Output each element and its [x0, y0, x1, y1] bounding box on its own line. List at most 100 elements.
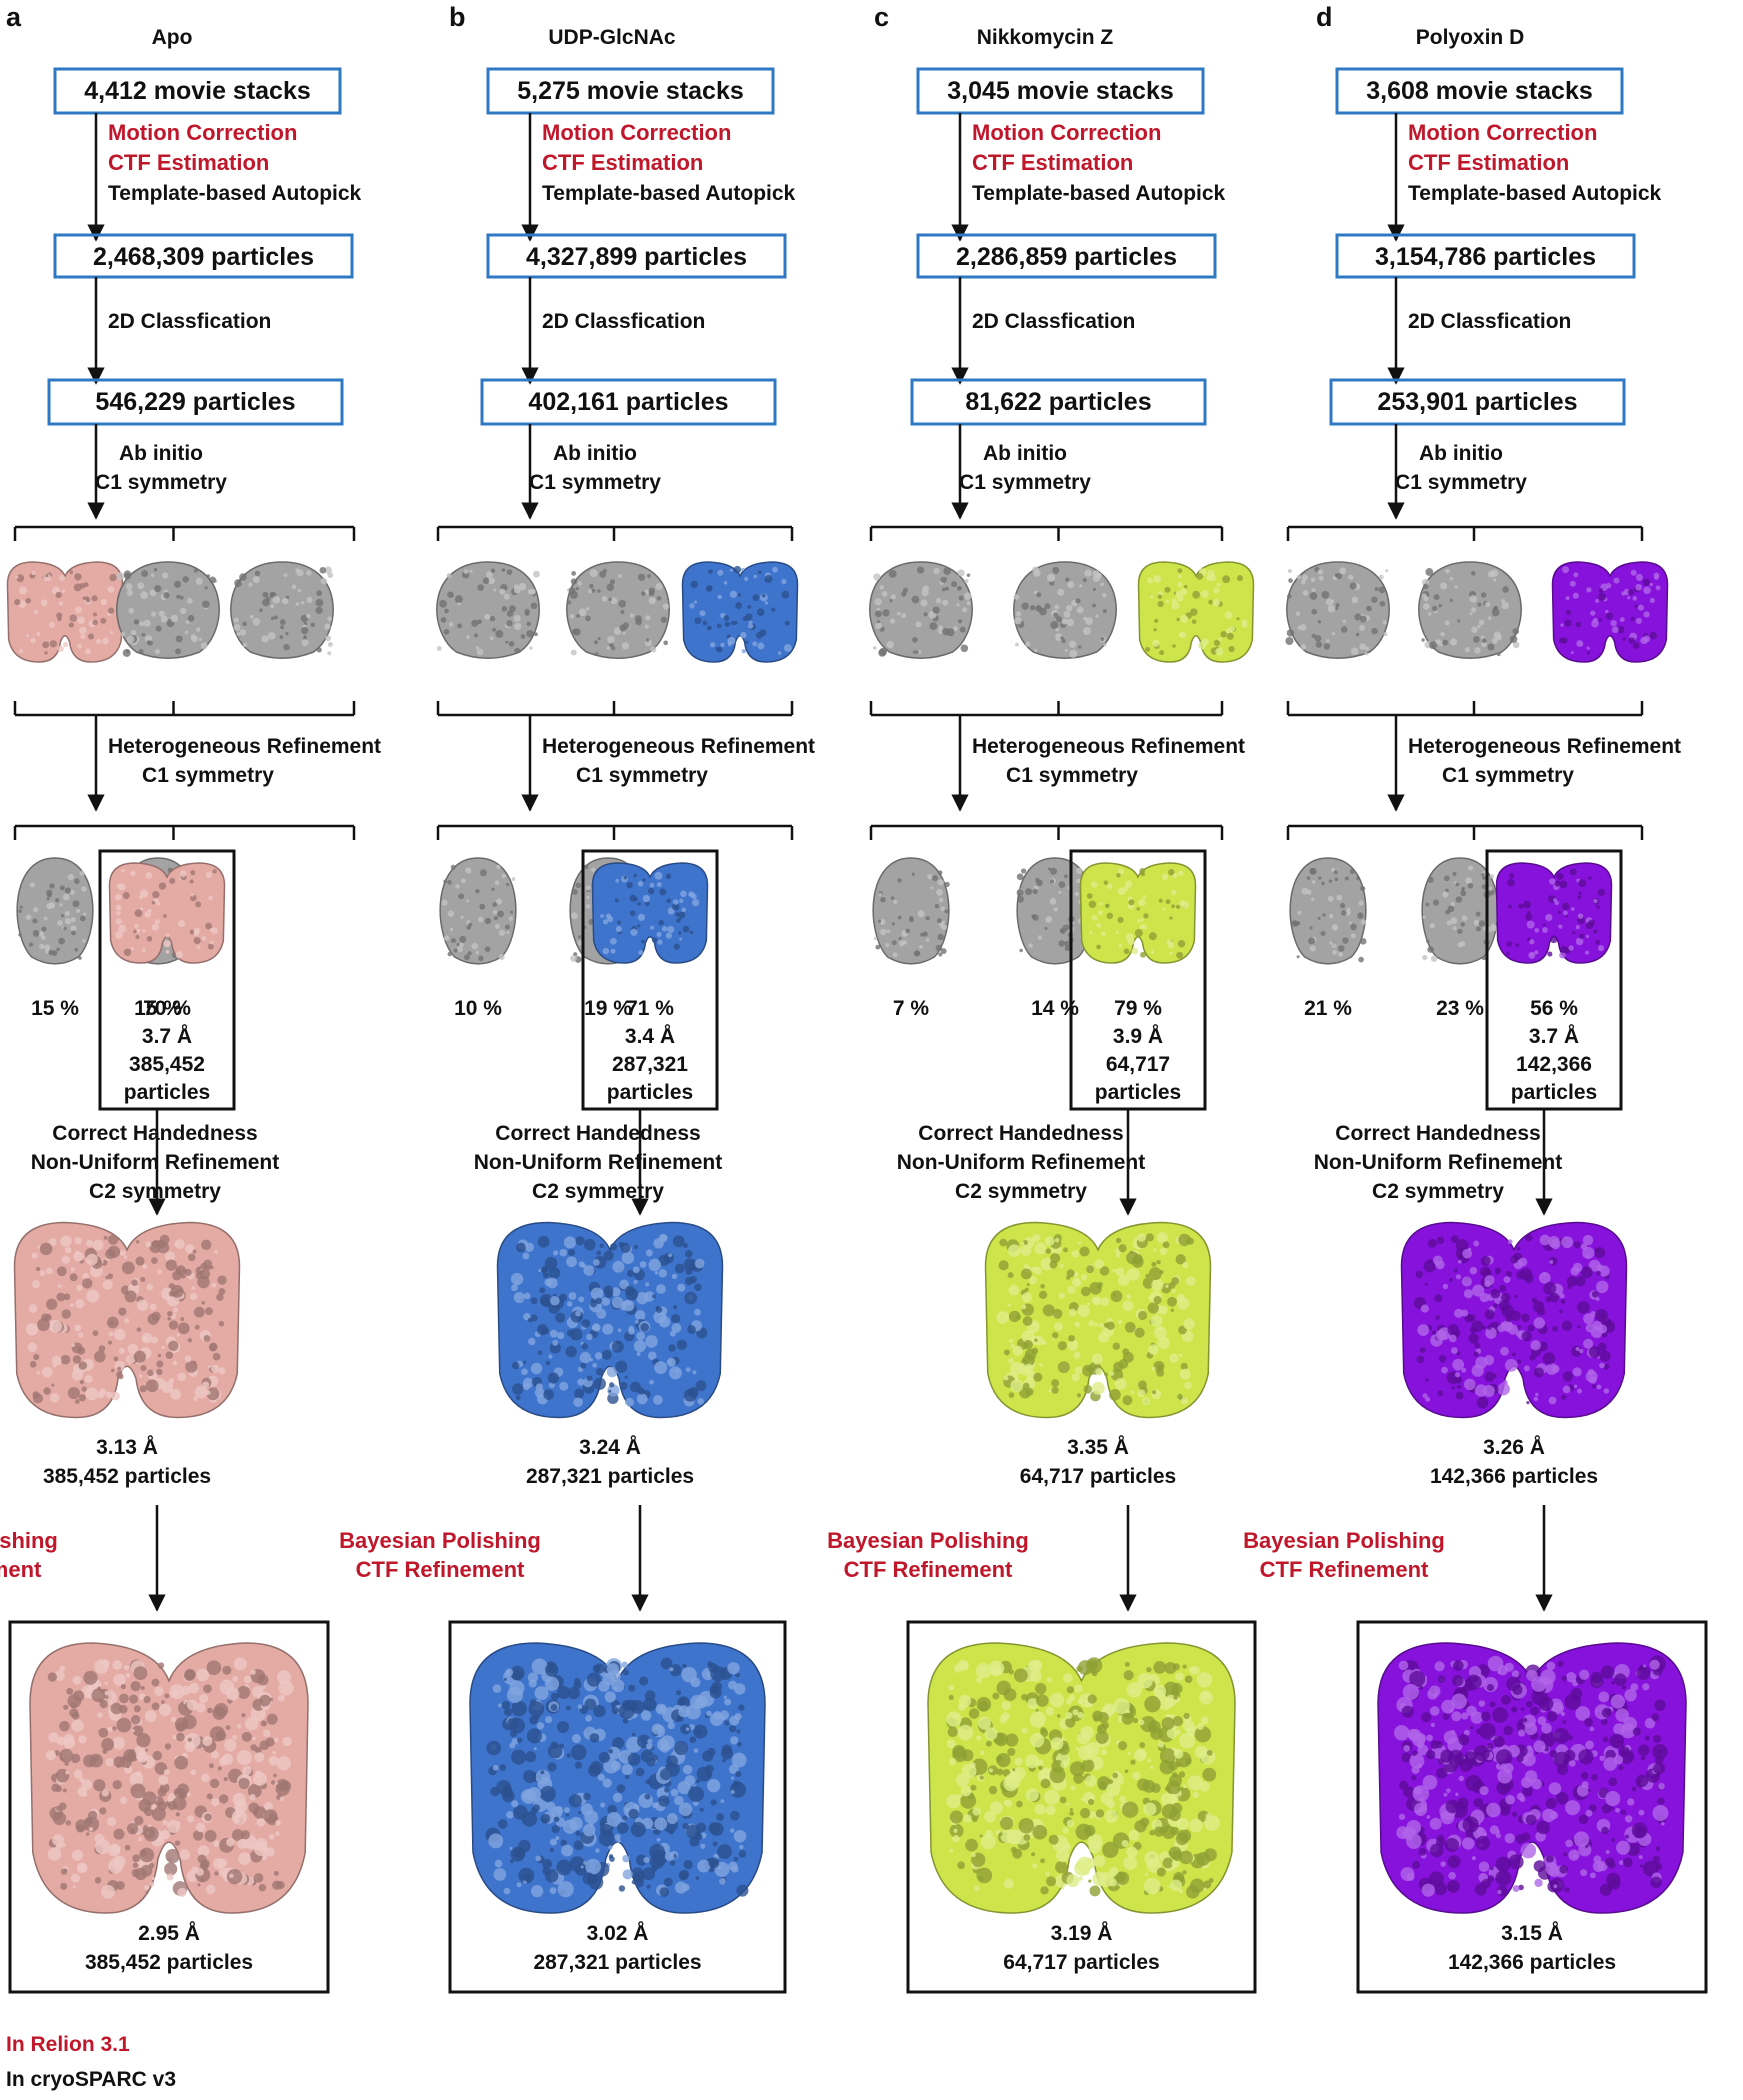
final-particles: 385,452 particles: [85, 1951, 253, 1974]
final-resolution: 2.95 Å: [138, 1921, 200, 1945]
nonuniform-particles: 385,452 particles: [43, 1465, 211, 1488]
c2-symmetry-label: C2 symmetry: [955, 1180, 1087, 1203]
ab-initio-map-1: [6, 561, 124, 663]
ab-initio-label: Ab initio: [119, 442, 203, 465]
selected-resolution: 3.9 Å: [1113, 1024, 1163, 1048]
selected-resolution: 3.7 Å: [1529, 1024, 1579, 1048]
final-map-box: [448, 1620, 787, 1994]
correct-handedness-label: Correct Handedness: [52, 1122, 257, 1145]
ab-initio-map-2: [1013, 561, 1117, 659]
nonuniform-refinement-label: Non-Uniform Refinement: [474, 1151, 723, 1174]
ab-initio-symmetry-label: C1 symmetry: [95, 471, 227, 494]
legend-relion: In Relion 3.1: [6, 2033, 130, 2056]
classification-2d-label: 2D Classfication: [542, 310, 705, 333]
ab-initio-map-2: [566, 561, 670, 659]
nonuniform-refinement-label: Non-Uniform Refinement: [1314, 1151, 1563, 1174]
bayesian-polishing-label: Bayesian Polishing: [339, 1528, 541, 1553]
hetero-bracket-top: [436, 701, 794, 717]
final-particles: 64,717 particles: [1003, 1951, 1159, 1974]
final-resolution: 3.15 Å: [1501, 1921, 1563, 1945]
panel-title: Apo: [152, 26, 193, 49]
movie-stacks-count: 3,608 movie stacks: [1366, 77, 1593, 105]
movie-stacks-box: [486, 67, 775, 115]
picked-particles-count: 2,286,859 particles: [956, 243, 1177, 271]
movie-stacks-count: 3,045 movie stacks: [947, 77, 1174, 105]
ab-initio-label: Ab initio: [983, 442, 1067, 465]
ctf-refinement-label: CTF Refinement: [844, 1557, 1013, 1582]
hetero-percent-2: 19 %: [584, 997, 632, 1020]
hetero-percent-2: 15 %: [134, 997, 182, 1020]
hetero-percent-1: 21 %: [1304, 997, 1352, 1020]
nonuniform-resolution: 3.26 Å: [1483, 1435, 1545, 1459]
ctf-estimation-label: CTF Estimation: [972, 150, 1133, 175]
ab-initio-symmetry-label: C1 symmetry: [1395, 471, 1527, 494]
nonuniform-resolution: 3.24 Å: [579, 1435, 641, 1459]
class2d-particles-count: 402,161 particles: [528, 388, 728, 416]
c2-symmetry-label: C2 symmetry: [89, 1180, 221, 1203]
hetero-map-3: [108, 862, 226, 964]
hetero-bracket-bottom: [436, 824, 794, 840]
ab-initio-bracket: [13, 525, 356, 541]
final-map-box: [906, 1620, 1257, 1994]
final-map: [29, 1642, 309, 1914]
picked-particles-count: 4,327,899 particles: [526, 243, 747, 271]
picked-particles-box: [916, 233, 1217, 279]
selected-particles-word: particles: [1095, 1081, 1181, 1104]
hetero-refinement-label: Heterogeneous Refinement: [1408, 735, 1681, 758]
bayesian-polishing-label: Bayesian Polishing: [0, 1528, 58, 1553]
movie-stacks-box: [1335, 67, 1624, 115]
ctf-estimation-label: CTF Estimation: [108, 150, 269, 175]
nonuniform-map: [13, 1221, 241, 1419]
final-map: [1377, 1642, 1687, 1914]
correct-handedness-label: Correct Handedness: [1335, 1122, 1540, 1145]
ctf-refinement-label: CTF Refinement: [356, 1557, 525, 1582]
panel-letter: d: [1316, 2, 1333, 32]
ab-initio-bracket: [869, 525, 1224, 541]
correct-handedness-label: Correct Handedness: [495, 1122, 700, 1145]
nonuniform-particles: 64,717 particles: [1020, 1465, 1176, 1488]
hetero-bracket-bottom: [1286, 824, 1644, 840]
hetero-symmetry-label: C1 symmetry: [576, 764, 708, 787]
ab-initio-label: Ab initio: [1419, 442, 1503, 465]
c2-symmetry-label: C2 symmetry: [532, 1180, 664, 1203]
movie-stacks-count: 5,275 movie stacks: [517, 77, 744, 105]
hetero-percent-1: 10 %: [454, 997, 502, 1020]
class2d-particles-count: 546,229 particles: [95, 388, 295, 416]
ab-initio-map-1: [1285, 561, 1390, 659]
final-particles: 287,321 particles: [533, 1951, 701, 1974]
panel-title: UDP-GlcNAc: [548, 26, 676, 49]
ctf-estimation-label: CTF Estimation: [542, 150, 703, 175]
hetero-percent-2: 23 %: [1436, 997, 1484, 1020]
hetero-map-3: [591, 862, 709, 964]
ab-initio-map-2: [116, 561, 220, 659]
panel-letter: c: [874, 2, 889, 32]
classification-2d-label: 2D Classfication: [1408, 310, 1571, 333]
hetero-map-1: [872, 857, 950, 965]
selected-particles-word: particles: [124, 1081, 210, 1104]
class2d-particles-box: [480, 378, 777, 426]
hetero-map-1: [1289, 857, 1367, 965]
selected-particle-count: 142,366: [1516, 1053, 1592, 1076]
nonuniform-particles: 142,366 particles: [1430, 1465, 1598, 1488]
selected-resolution: 3.7 Å: [142, 1024, 192, 1048]
motion-correction-label: Motion Correction: [542, 120, 731, 145]
hetero-map-1: [16, 857, 94, 965]
c2-symmetry-label: C2 symmetry: [1372, 1180, 1504, 1203]
ab-initio-bracket: [1286, 525, 1644, 541]
nonuniform-map: [496, 1221, 724, 1419]
hetero-percent-1: 7 %: [893, 997, 930, 1020]
ab-initio-label: Ab initio: [553, 442, 637, 465]
final-resolution: 3.02 Å: [587, 1921, 649, 1945]
nonuniform-particles: 287,321 particles: [526, 1465, 694, 1488]
ab-initio-map-3: [1551, 561, 1669, 663]
class2d-particles-count: 253,901 particles: [1377, 388, 1577, 416]
picked-particles-box: [1335, 233, 1636, 279]
hetero-symmetry-label: C1 symmetry: [1442, 764, 1574, 787]
hetero-bracket-bottom: [13, 824, 356, 840]
ab-initio-symmetry-label: C1 symmetry: [529, 471, 661, 494]
selected-class-box: [1485, 849, 1623, 1111]
